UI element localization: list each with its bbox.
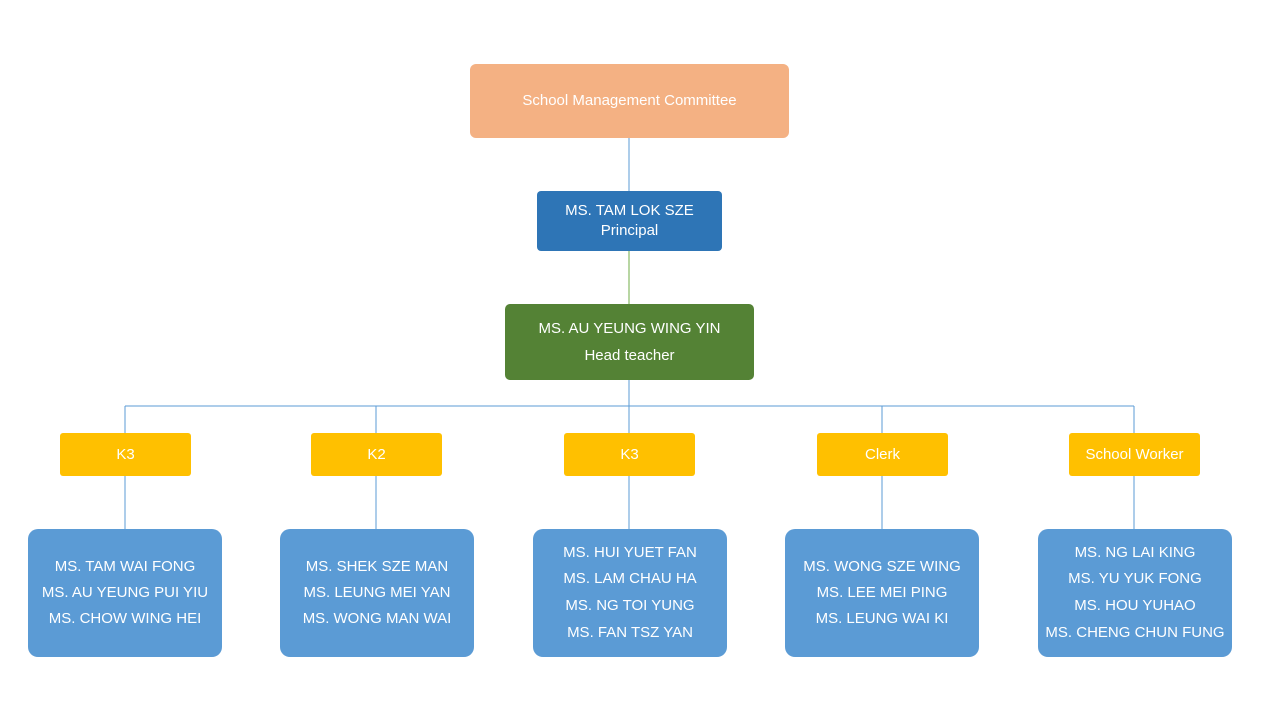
staff-member: MS. NG TOI YUNG — [565, 597, 695, 614]
staff-member: MS. LAM CHAU HA — [563, 570, 697, 588]
category-box-k3-first: K3 — [60, 433, 191, 476]
category-box-school-worker: School Worker — [1069, 433, 1200, 476]
category-label: School Worker — [1085, 445, 1184, 463]
category-box-k3-second: K3 — [564, 433, 695, 476]
principal-name: MS. TAM LOK SZE — [565, 201, 694, 219]
staff-box-k3-second: MS. HUI YUET FAN MS. LAM CHAU HA MS. NG … — [533, 529, 727, 657]
committee-box: School Management Committee — [470, 64, 789, 138]
staff-member: MS. HUI YUET FAN — [563, 543, 697, 561]
category-box-k2: K2 — [311, 433, 442, 476]
staff-member: MS. SHEK SZE MAN — [305, 557, 449, 575]
head-teacher-name: MS. AU YEUNG WING YIN — [538, 320, 721, 337]
staff-box-school-worker: MS. NG LAI KING MS. YU YUK FONG MS. HOU … — [1038, 529, 1232, 657]
staff-member: MS. NG LAI KING — [1074, 543, 1196, 561]
staff-member: MS. LEUNG WAI KI — [815, 610, 949, 628]
category-label: K2 — [367, 445, 386, 463]
staff-box-k3-first: MS. TAM WAI FONG MS. AU YEUNG PUI YIU MS… — [28, 529, 222, 657]
staff-member: MS. FAN TSZ YAN — [567, 623, 693, 641]
staff-member: MS. CHENG CHUN FUNG — [1045, 623, 1225, 641]
staff-member: MS. YU YUK FONG — [1068, 570, 1202, 588]
staff-member: MS. WONG SZE WING — [803, 557, 961, 575]
staff-box-clerk: MS. WONG SZE WING MS. LEE MEI PING MS. L… — [785, 529, 979, 657]
head-teacher-role: Head teacher — [584, 347, 675, 364]
staff-member: MS. WONG MAN WAI — [302, 610, 452, 628]
committee-label: School Management Committee — [522, 92, 737, 110]
staff-box-k2: MS. SHEK SZE MAN MS. LEUNG MEI YAN MS. W… — [280, 529, 474, 657]
principal-role: Principal — [600, 222, 659, 239]
category-label: Clerk — [864, 445, 900, 463]
staff-member: MS. LEUNG MEI YAN — [303, 583, 451, 601]
category-label: K3 — [116, 445, 135, 463]
staff-member: MS. AU YEUNG PUI YIU — [41, 583, 209, 601]
category-label: K3 — [620, 445, 639, 463]
staff-member: MS. TAM WAI FONG — [54, 557, 196, 575]
staff-member: MS. HOU YUHAO — [1074, 597, 1196, 614]
head-teacher-box: MS. AU YEUNG WING YIN Head teacher — [505, 304, 754, 380]
principal-box: MS. TAM LOK SZE Principal — [537, 191, 722, 251]
category-box-clerk: Clerk — [817, 433, 948, 476]
staff-member: MS. CHOW WING HEI — [48, 610, 202, 628]
staff-member: MS. LEE MEI PING — [816, 583, 948, 601]
